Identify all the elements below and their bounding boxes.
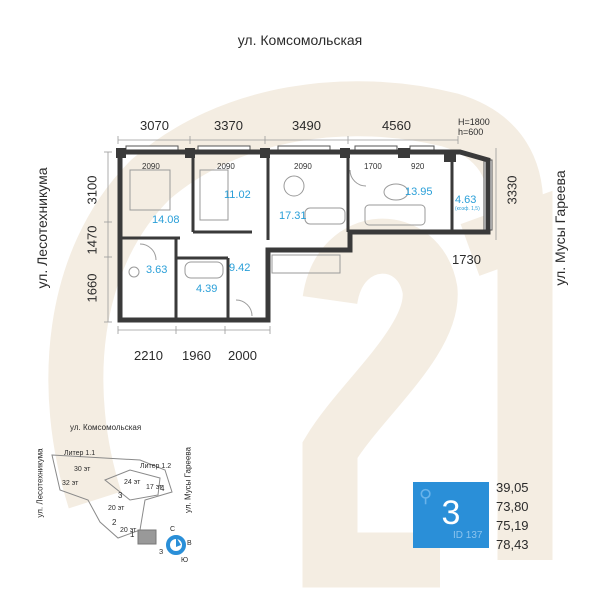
area-living: 13.95 (405, 186, 433, 198)
area-bathroom-1: 3.63 (146, 264, 168, 276)
coffee-table (383, 183, 409, 201)
dim-right-bottom: 1730 (452, 252, 481, 267)
window-width-3: 2090 (294, 162, 312, 171)
compass-east: В (187, 540, 192, 547)
area-bedroom-1: 14.08 (152, 214, 180, 226)
site-plan-buildings (51, 454, 173, 545)
dim-left-1: 3100 (84, 175, 100, 205)
site-number-2: 2 (112, 518, 117, 527)
kitchen-counter (271, 254, 341, 274)
metric-1: 39,05 (496, 480, 529, 495)
columns (116, 148, 456, 162)
metric-2: 73,80 (496, 499, 529, 514)
site-label-liter-12: Литер 1.2 (140, 463, 172, 470)
street-left-label: ул. Лесотехникума (34, 167, 50, 289)
site-label-30: 30 эт (74, 466, 91, 473)
window-height-2: h=600 (458, 127, 484, 137)
site-street-top: ул. Комсомольская (70, 423, 142, 432)
window-width-5: 920 (411, 162, 425, 171)
bed-2 (199, 169, 229, 221)
compass-icon (166, 535, 186, 555)
site-number-1: 1 (130, 530, 135, 539)
room-count: 3 (441, 494, 461, 532)
balcony-coefficient-note: (коэф. 1,5) (455, 206, 480, 212)
area-balcony: 4.63 (455, 194, 477, 206)
site-number-3: 3 (118, 491, 123, 500)
area-bathroom-2: 4.39 (196, 283, 218, 295)
walls (117, 149, 491, 323)
dimension-lines (104, 136, 497, 334)
dim-left-3: 1660 (84, 273, 100, 303)
site-label-32: 32 эт (62, 480, 79, 487)
inner-walls (120, 152, 454, 320)
dim-left-2: 1470 (84, 225, 100, 255)
watermark-21 (48, 81, 553, 588)
bathtub (184, 261, 224, 279)
dim-bottom-2: 1960 (182, 348, 211, 363)
window-width-1: 2090 (142, 162, 160, 171)
site-label-17: 17 эт (146, 484, 163, 491)
metric-4: 78,43 (496, 537, 529, 552)
compass-west: З (159, 549, 164, 556)
window-width-2: 2090 (217, 162, 235, 171)
area-bedroom-2: 11.02 (224, 189, 251, 201)
dim-bottom-1: 2210 (134, 348, 163, 363)
dim-top-3: 3490 (292, 118, 321, 133)
area-kitchen: 17.31 (279, 210, 307, 222)
sofa (364, 204, 426, 226)
dim-right: 3330 (504, 175, 520, 205)
window-height-1: H=1800 (458, 117, 490, 127)
site-street-left: ул. Лесотехникума (35, 448, 45, 518)
window-width-4: 1700 (364, 162, 382, 171)
furniture (128, 169, 426, 317)
apartment-id: ID 137 (453, 530, 483, 541)
room-count-badge: ⚲ 3 ID 137 (413, 482, 489, 548)
dim-top-4: 4560 (382, 118, 411, 133)
site-label-24: 24 эт (124, 479, 141, 486)
metric-3: 75,19 (496, 518, 529, 533)
dining-table (283, 175, 305, 197)
area-hall: 9.42 (229, 262, 251, 274)
compass-north: С (170, 526, 176, 533)
dim-bottom-3: 2000 (228, 348, 257, 363)
site-label-20b: 20 эт (120, 527, 137, 534)
street-top-label: ул. Комсомольская (237, 32, 363, 48)
street-right-label: ул. Мусы Гареева (552, 170, 568, 286)
site-number-4: 4 (160, 484, 165, 493)
bed-1 (129, 169, 171, 211)
site-street-right: ул. Мусы Гареева (183, 447, 193, 513)
location-pin-icon: ⚲ (419, 486, 433, 506)
compass-south: Ю (181, 557, 189, 564)
site-label-liter-11: Литер 1.1 (64, 450, 96, 457)
site-label-20a: 20 эт (108, 505, 125, 512)
dim-top-1: 3070 (140, 118, 169, 133)
dim-top-2: 3370 (214, 118, 243, 133)
